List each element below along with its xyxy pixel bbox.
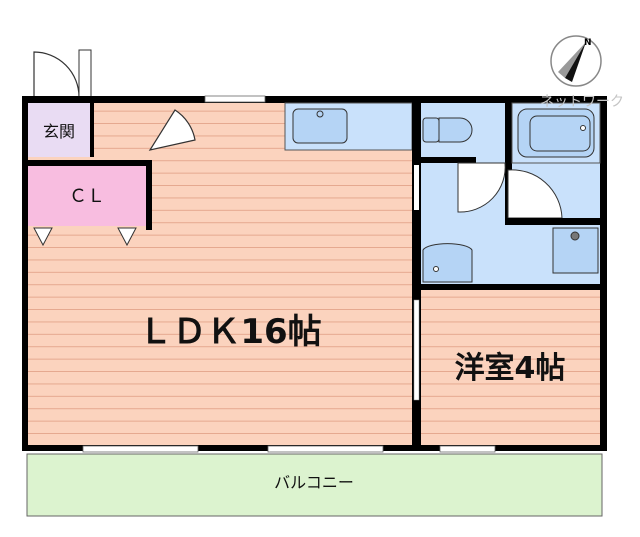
closet-label: ＣＬ xyxy=(69,186,105,207)
watermark: ネットワーク xyxy=(540,94,624,110)
balcony xyxy=(26,453,603,517)
windows xyxy=(82,95,496,453)
toilet-door xyxy=(457,162,506,213)
compass-label: N xyxy=(584,38,592,48)
entrance xyxy=(28,103,90,157)
western-room-label: 洋室4帖 xyxy=(455,351,566,386)
compass: N xyxy=(550,35,602,87)
washbasin-icon xyxy=(422,243,473,283)
closet xyxy=(28,166,146,226)
ldk-label: ＬＤＫ16帖 xyxy=(138,312,321,352)
western-room xyxy=(421,290,600,445)
entrance-label: 玄関 xyxy=(43,122,75,141)
north-arrow-icon xyxy=(558,42,586,78)
bath-door xyxy=(507,169,563,219)
ldk-door xyxy=(148,109,196,151)
entrance-door xyxy=(33,49,92,98)
toilet-icon xyxy=(422,117,473,143)
bathtub-icon xyxy=(517,108,595,158)
balcony-label: バルコニー xyxy=(274,473,354,492)
sink-icon xyxy=(292,108,348,144)
